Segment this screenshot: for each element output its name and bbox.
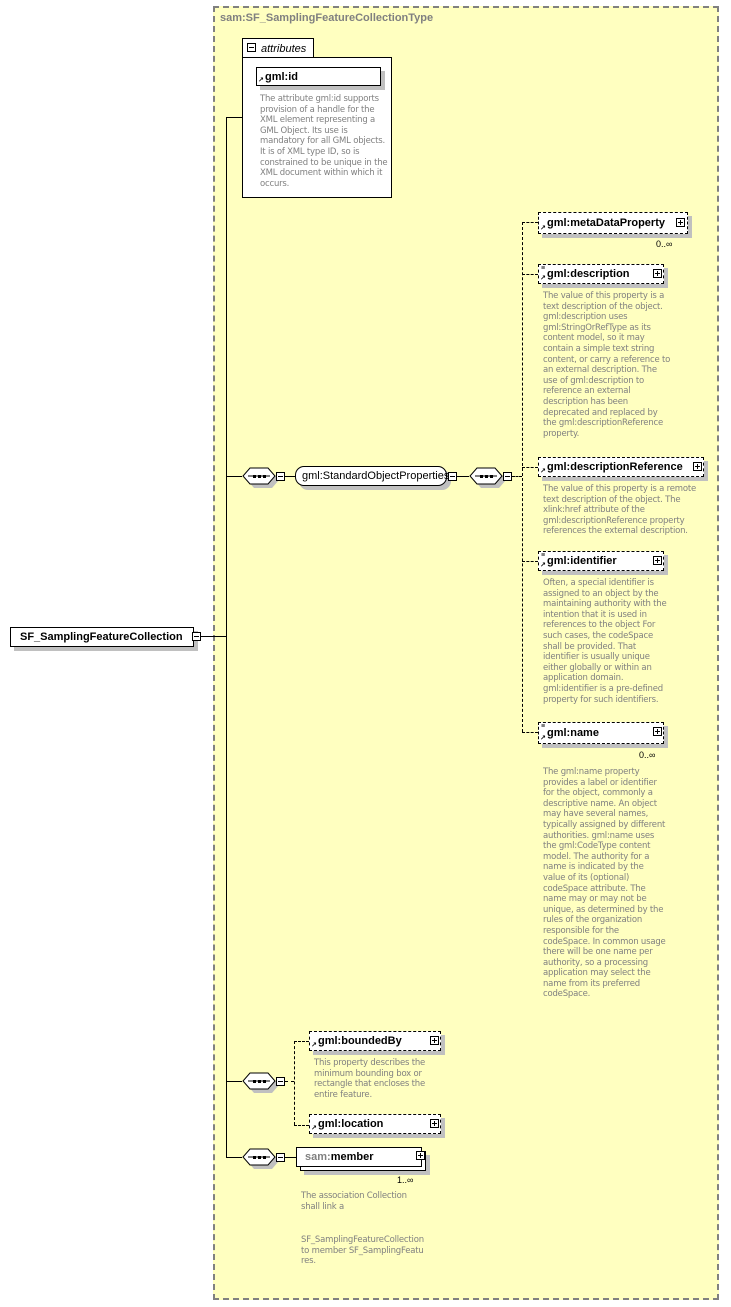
connector-spine bbox=[522, 222, 523, 732]
sequence-compositor[interactable] bbox=[242, 467, 279, 488]
connector bbox=[226, 1081, 242, 1082]
element-description: SF_SamplingFeatureCollection to member S… bbox=[301, 1235, 424, 1267]
connector bbox=[522, 561, 538, 562]
element-description: The value of this property is a text des… bbox=[543, 291, 671, 439]
reference-arrow-icon: ↗ bbox=[540, 225, 546, 232]
element-gml-identifier[interactable]: ≡ ↗ gml:identifier bbox=[538, 551, 664, 571]
occurrence-label: 0..∞ bbox=[656, 239, 673, 249]
reference-arrow-icon: ↗ bbox=[311, 1042, 317, 1049]
connector bbox=[457, 476, 469, 477]
attribute-gml-id[interactable]: ↗ gml:id bbox=[256, 67, 381, 86]
root-element-sf-sampling-feature-collection[interactable]: SF_SamplingFeatureCollection bbox=[10, 627, 194, 647]
expand-icon[interactable] bbox=[693, 462, 702, 471]
collapse-icon[interactable] bbox=[247, 43, 256, 52]
element-label: sam:member bbox=[305, 1151, 373, 1163]
attribute-label: gml:id bbox=[265, 70, 298, 83]
connector bbox=[285, 1157, 296, 1158]
collapse-icon[interactable] bbox=[192, 632, 201, 641]
element-gml-metadataproperty[interactable]: ↗ gml:metaDataProperty bbox=[538, 212, 688, 234]
element-label: gml:identifier bbox=[547, 555, 617, 567]
sequence-compositor[interactable] bbox=[469, 467, 506, 488]
element-gml-location[interactable]: ↗ gml:location bbox=[309, 1114, 441, 1134]
connector bbox=[285, 1081, 294, 1082]
connector bbox=[285, 476, 295, 477]
element-label: gml:descriptionReference bbox=[547, 461, 683, 473]
reference-arrow-icon: ↗ bbox=[540, 468, 546, 475]
collapse-icon[interactable] bbox=[503, 472, 512, 481]
connector bbox=[522, 274, 538, 275]
reference-arrow-icon: ↗ bbox=[258, 77, 264, 84]
reference-arrow-icon: ↗ bbox=[540, 275, 546, 282]
namespace-prefix: sam: bbox=[305, 1151, 331, 1163]
connector-spine bbox=[294, 1041, 295, 1125]
occurrence-label: 1..∞ bbox=[397, 1175, 414, 1185]
connector bbox=[201, 636, 227, 637]
element-description: The value of this property is a remote t… bbox=[543, 484, 697, 537]
expand-icon[interactable] bbox=[676, 218, 685, 227]
element-label: gml:metaDataProperty bbox=[547, 217, 665, 229]
occurrence-label: 0..∞ bbox=[639, 750, 656, 760]
element-name: member bbox=[330, 1151, 374, 1163]
element-description: The association Collection shall link a bbox=[301, 1191, 407, 1212]
group-gml-standard-object-properties[interactable]: gml:StandardObjectProperties bbox=[295, 466, 450, 486]
element-description: This property describes the minimum boun… bbox=[314, 1058, 426, 1100]
element-gml-boundedby[interactable]: ↗ gml:boundedBy bbox=[309, 1031, 441, 1051]
expand-icon[interactable] bbox=[430, 1036, 439, 1045]
connector bbox=[512, 476, 522, 477]
element-gml-name[interactable]: ≡ ↗ gml:name bbox=[538, 722, 664, 744]
element-label: gml:name bbox=[547, 727, 599, 739]
element-description: Often, a special identifier is assigned … bbox=[543, 578, 667, 705]
element-label: gml:location bbox=[318, 1118, 384, 1130]
element-description: The gml:name property provides a label o… bbox=[543, 767, 666, 1000]
documentation-icon: ≡ bbox=[541, 723, 545, 730]
connector bbox=[226, 117, 242, 118]
group-label: gml:StandardObjectProperties bbox=[302, 470, 450, 482]
attribute-description: The attribute gml:id supports provision … bbox=[260, 94, 388, 189]
expand-icon[interactable] bbox=[653, 727, 662, 736]
connector bbox=[226, 1157, 242, 1158]
root-element-label: SF_SamplingFeatureCollection bbox=[20, 631, 183, 643]
collapse-icon[interactable] bbox=[276, 1153, 285, 1162]
connector bbox=[522, 222, 538, 223]
documentation-icon: ≡ bbox=[541, 265, 545, 272]
reference-arrow-icon: ↗ bbox=[540, 735, 546, 742]
expand-icon[interactable] bbox=[653, 269, 662, 278]
reference-arrow-icon: ↗ bbox=[540, 562, 546, 569]
connector bbox=[294, 1125, 309, 1126]
sequence-compositor[interactable] bbox=[242, 1072, 279, 1093]
expand-icon[interactable] bbox=[416, 1151, 425, 1160]
connector bbox=[294, 1041, 309, 1042]
element-sam-member[interactable]: sam:member bbox=[296, 1147, 425, 1167]
connector bbox=[226, 476, 242, 477]
element-label: gml:boundedBy bbox=[318, 1035, 402, 1047]
connector-spine bbox=[226, 117, 227, 1158]
reference-arrow-icon: ↗ bbox=[311, 1125, 317, 1132]
collapse-icon[interactable] bbox=[276, 1077, 285, 1086]
sequence-compositor[interactable] bbox=[242, 1148, 279, 1169]
collapse-icon[interactable] bbox=[276, 472, 285, 481]
expand-icon[interactable] bbox=[430, 1119, 439, 1128]
connector bbox=[522, 467, 538, 468]
connector bbox=[522, 732, 538, 733]
attributes-tab-label: attributes bbox=[261, 42, 307, 55]
attributes-tab[interactable]: attributes bbox=[242, 38, 314, 58]
expand-icon[interactable] bbox=[653, 556, 662, 565]
element-gml-descriptionreference[interactable]: ↗ gml:descriptionReference bbox=[538, 457, 704, 477]
element-label: gml:description bbox=[547, 268, 630, 280]
element-gml-description[interactable]: ≡ ↗ gml:description bbox=[538, 264, 664, 284]
complex-type-title: sam:SF_SamplingFeatureCollectionType bbox=[220, 12, 434, 24]
collapse-icon[interactable] bbox=[448, 472, 457, 481]
documentation-icon: ≡ bbox=[541, 552, 545, 559]
